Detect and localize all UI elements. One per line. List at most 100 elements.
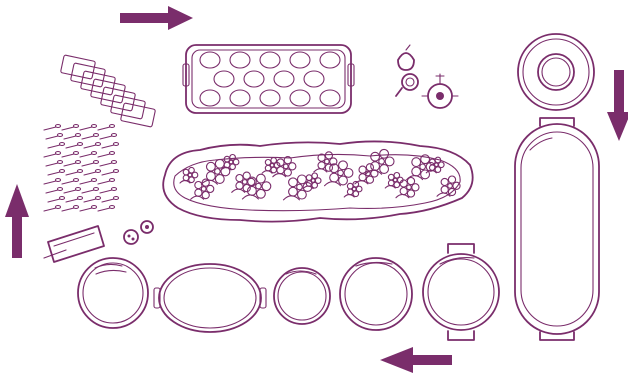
utensil-head (54, 150, 62, 156)
leaf (179, 179, 191, 184)
flower-bloom (231, 171, 256, 193)
flower-bloom (200, 158, 231, 185)
utensil-head (112, 168, 120, 174)
condiment-icon (395, 44, 459, 109)
utensil (97, 180, 111, 185)
round-plate-icon (273, 267, 331, 325)
flower-bloom (436, 175, 461, 197)
utensil (83, 198, 97, 203)
utensil-head (72, 123, 80, 129)
floral-centerpiece-icon (162, 140, 474, 223)
utensil-head (58, 141, 66, 147)
utensil (63, 162, 77, 167)
napkin (100, 86, 136, 112)
utensil-head (108, 204, 116, 210)
utensil (43, 207, 57, 212)
utensil (101, 144, 115, 149)
utensil (97, 153, 111, 158)
leaf (323, 181, 342, 187)
napkin (90, 78, 126, 104)
flower-bloom (395, 176, 420, 199)
round-plate-icon (339, 257, 413, 331)
utensil (79, 126, 93, 131)
round-plate-icon (77, 257, 149, 329)
salt-pepper-icon (123, 220, 154, 245)
utensil-head (72, 177, 80, 183)
utensil (43, 153, 57, 158)
utensil-head (76, 168, 84, 174)
utensil-head (54, 177, 62, 183)
leaf (395, 193, 410, 199)
leaf (302, 185, 314, 190)
egg-well (289, 89, 311, 107)
utensil-head (108, 177, 116, 183)
utensil (43, 126, 57, 131)
egg-well (243, 70, 265, 88)
flower-bloom (190, 178, 215, 200)
round-plate-icon (517, 33, 595, 111)
leaf (436, 192, 451, 197)
utensil-head (90, 204, 98, 210)
arrow-up-icon (5, 184, 29, 258)
egg-well (289, 51, 311, 69)
egg-well (303, 70, 325, 88)
utensil-head (76, 141, 84, 147)
arrow-left-icon (380, 347, 452, 373)
oval-platter-icon (514, 117, 600, 341)
utensil-head (90, 123, 98, 129)
utensil-head (72, 204, 80, 210)
utensil-head (54, 123, 62, 129)
flower-bloom (241, 173, 272, 200)
utensil (61, 126, 75, 131)
utensil (45, 162, 59, 167)
leaf (241, 194, 259, 200)
flower-bloom (425, 156, 445, 174)
leaf (190, 195, 205, 200)
flower-bloom (323, 160, 354, 187)
leaf (384, 184, 396, 189)
leaf (365, 169, 383, 175)
utensil (61, 180, 75, 185)
egg-well (319, 51, 341, 69)
utensil (81, 162, 95, 167)
utensil-head (110, 159, 118, 165)
utensil-head (108, 123, 116, 129)
flower-bloom (343, 180, 363, 198)
leaf (313, 168, 328, 173)
egg-well (199, 89, 221, 107)
utensil (45, 135, 59, 140)
utensil (81, 189, 95, 194)
flower-bloom (313, 151, 338, 173)
utensil (65, 144, 79, 149)
flower-bloom (179, 166, 199, 184)
egg-well (273, 70, 295, 88)
leaf (354, 180, 369, 185)
utensil-head (90, 150, 98, 156)
leaf (261, 170, 273, 174)
utensil-head (74, 159, 82, 165)
utensil (79, 180, 93, 185)
flower-bloom (282, 174, 313, 201)
deviled-egg-platter-icon (182, 44, 355, 114)
utensil (63, 189, 77, 194)
leaf (200, 179, 218, 185)
utensil-head (74, 186, 82, 192)
utensil (101, 171, 115, 176)
utensil (47, 198, 61, 203)
utensil-head (110, 186, 118, 192)
utensil-head (54, 204, 62, 210)
utensil-head (72, 150, 80, 156)
utensil (79, 153, 93, 158)
oval-platter-icon (153, 263, 267, 333)
egg-well (259, 51, 281, 69)
leaf (220, 166, 232, 171)
flower-bloom (220, 153, 240, 171)
utensil-head (112, 195, 120, 201)
utensil (47, 144, 61, 149)
utensil-head (92, 159, 100, 165)
egg-well (319, 89, 341, 107)
place-card-icon (43, 225, 105, 263)
napkin (120, 102, 156, 128)
utensil (65, 198, 79, 203)
